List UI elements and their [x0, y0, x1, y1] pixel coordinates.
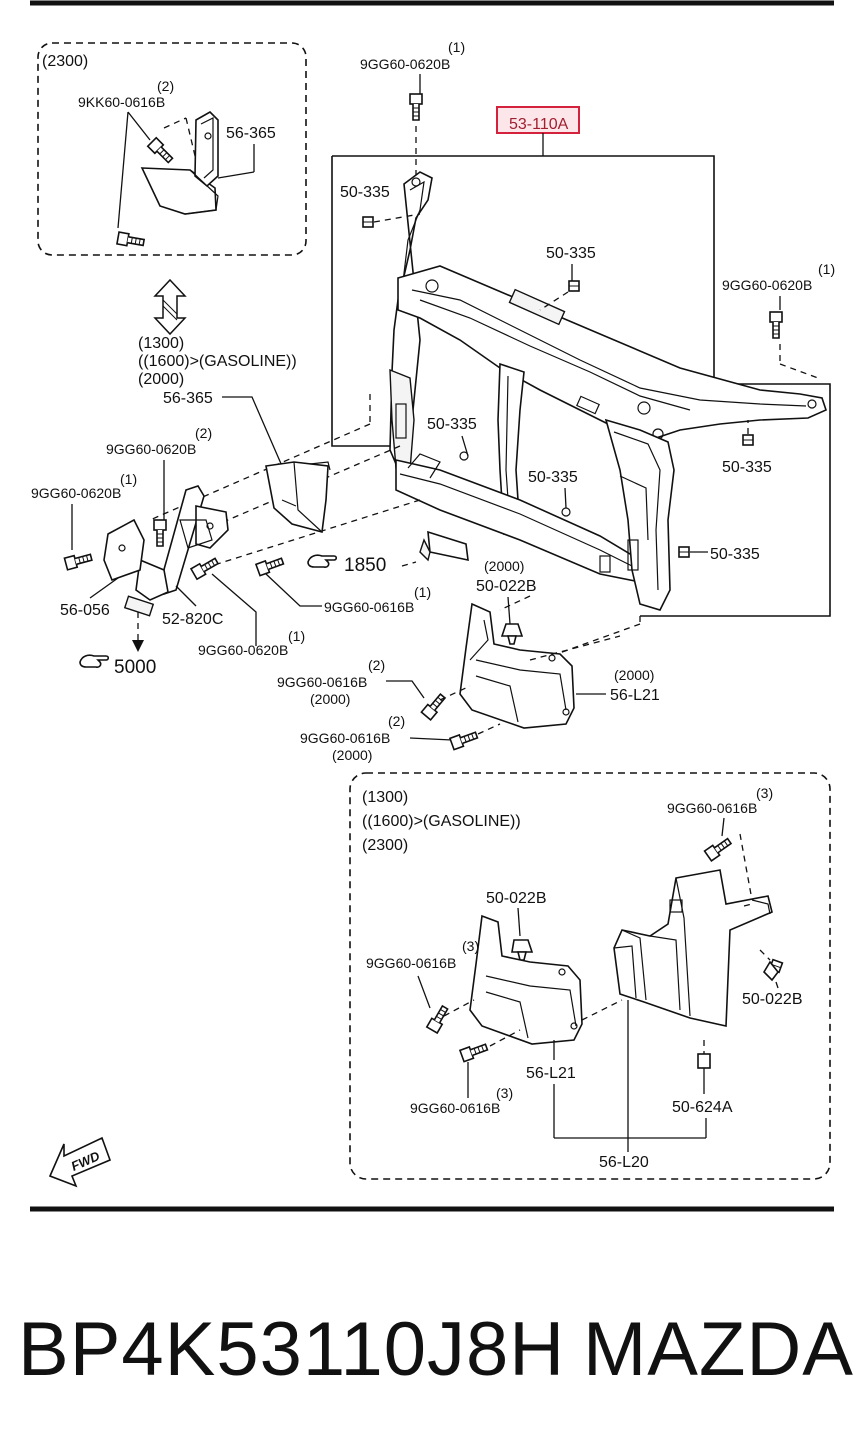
variant-label: (2000) [332, 747, 372, 763]
bolt-label-9gg60-0620b: 9GG60-0620B [198, 642, 288, 658]
cover-part-1850 [419, 530, 469, 562]
air-duct-56-l21 [469, 914, 583, 1045]
highlighted-part-box[interactable] [496, 106, 580, 134]
forward-direction-icon: FWD [48, 1136, 112, 1188]
bolt-label-9gg60-0616b: 9GG60-0616B [277, 674, 367, 690]
inset-box-1300-1600-2300: (1300) ((1600)>(GASOLINE)) (2300) (3) 9G… [349, 772, 831, 1180]
variant-label: (2000) [614, 667, 654, 683]
variant-label: (1300) [362, 789, 408, 806]
part-label-56-056: 56-056 [60, 602, 110, 619]
air-duct-56-l21 [459, 602, 575, 729]
part-label-50-335: 50-335 [546, 245, 596, 262]
part-label-50-022b: 50-022B [486, 890, 547, 907]
quantity-label: (2) [195, 425, 212, 441]
part-label-50-022b: 50-022B [742, 991, 803, 1008]
variant-label: (2300) [42, 53, 88, 70]
double-arrow-icon [153, 278, 187, 336]
reference-number: 1850 [344, 555, 386, 576]
push-clip-50-022b [500, 623, 524, 645]
part-label-50-335: 50-335 [710, 546, 760, 563]
part-label-56-l21: 56-L21 [526, 1065, 576, 1082]
quantity-label: (1) [414, 584, 431, 600]
variant-label: (2000) [138, 371, 184, 388]
quantity-label: (3) [496, 1085, 513, 1101]
push-clip-50-022b [511, 939, 534, 961]
quantity-label: (2) [368, 657, 385, 673]
air-deflector-56-365 [265, 461, 331, 534]
bolt-label-9kk60-0616b: 9KK60-0616B [78, 94, 165, 110]
quantity-label: (1) [120, 471, 137, 487]
bolt-label-9gg60-0616b: 9GG60-0616B [324, 599, 414, 615]
part-label-56-365: 56-365 [163, 390, 213, 407]
bolt-label-9gg60-0620b: 9GG60-0620B [722, 277, 812, 293]
variant-label: ((1600)>(GASOLINE)) [362, 813, 521, 830]
part-number: BP4K53110J8H [18, 1307, 566, 1392]
air-duct-56-l20 [613, 869, 773, 1027]
bolt-label-9gg60-0620b: 9GG60-0620B [31, 485, 121, 501]
variant-label: (2000) [484, 558, 524, 574]
radiator-core-support [389, 171, 827, 611]
quantity-label: (1) [448, 39, 465, 55]
reference-number: 5000 [114, 657, 156, 678]
part-label-53-110a[interactable]: 53-110A [509, 116, 569, 133]
bolt-label-9gg60-0616b: 9GG60-0616B [366, 955, 456, 971]
part-label-50-335: 50-335 [427, 416, 477, 433]
part-label-56-365: 56-365 [226, 125, 276, 142]
part-label-50-624a: 50-624A [672, 1099, 733, 1116]
quantity-label: (2) [157, 78, 174, 94]
part-label-50-022b: 50-022B [476, 578, 537, 595]
variant-label: (1300) [138, 335, 184, 352]
quantity-label: (3) [756, 785, 773, 801]
bolt-label-9gg60-0620b: 9GG60-0620B [106, 441, 196, 457]
part-label-56-l21: 56-L21 [610, 687, 660, 704]
bolt-label-9gg60-0616b: 9GG60-0616B [667, 800, 757, 816]
brand-name: MAZDA [583, 1307, 854, 1392]
assembly-bracket-line [332, 155, 831, 617]
bolt-label-9gg60-0620b: 9GG60-0620B [360, 56, 450, 72]
variant-label: (2000) [310, 691, 350, 707]
inset-box-2300-top: (2300) (2) 9KK60-0616B 56-365 [37, 42, 307, 256]
part-label-52-820c: 52-820C [162, 611, 223, 628]
bolt-label-9gg60-0616b: 9GG60-0616B [300, 730, 390, 746]
hand-pointer-icon [79, 654, 110, 668]
quantity-label: (1) [288, 628, 305, 644]
quantity-label: (1) [818, 261, 835, 277]
part-label-50-335: 50-335 [722, 459, 772, 476]
variant-label: (2300) [362, 837, 408, 854]
variant-label: ((1600)>(GASOLINE)) [138, 353, 297, 370]
hand-pointer-icon [307, 554, 338, 568]
quantity-label: (3) [462, 938, 479, 954]
quantity-label: (2) [388, 713, 405, 729]
hood-latch-brace-52-820c [135, 485, 229, 601]
part-label-50-335: 50-335 [528, 469, 578, 486]
bracket-56-056 [103, 518, 145, 582]
part-label-56-l20: 56-L20 [599, 1154, 649, 1171]
bolt-label-9gg60-0616b: 9GG60-0616B [410, 1100, 500, 1116]
part-label-50-335: 50-335 [340, 184, 390, 201]
